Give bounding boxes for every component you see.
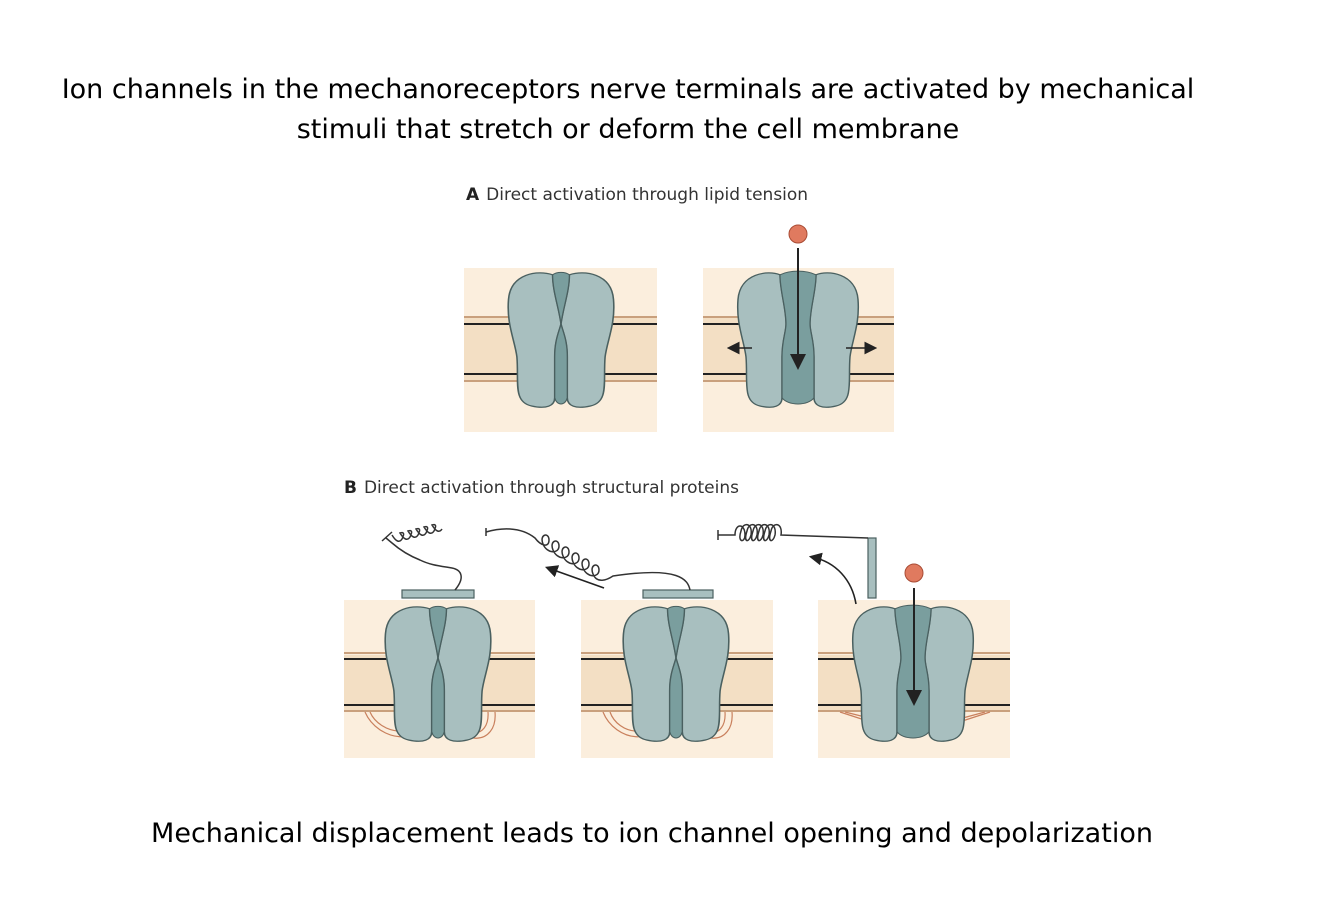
panel-b-text: Direct activation through structural pro… [363, 478, 739, 498]
panel-b-channel-3 [717, 523, 1010, 758]
ion-dot [788, 224, 808, 244]
panel-a-closed-channel [464, 268, 657, 432]
panel-a-label: A Direct activation through lipid tension [466, 185, 808, 205]
panel-b-channel-1 [344, 523, 535, 758]
panel-a-text: Direct activation through lipid tension [486, 185, 809, 205]
tether-post [867, 537, 877, 599]
spring-coil [391, 523, 443, 542]
tether-cap [642, 589, 714, 599]
panel-b-label: B Direct activation through structural pr… [344, 478, 739, 498]
title-line-2: stimuli that stretch or deform the cell … [296, 114, 960, 145]
tether-cap [401, 589, 475, 599]
panel-a-open-channel [703, 224, 894, 432]
pull-arrow [808, 552, 857, 605]
spring-coil [485, 528, 691, 591]
ion-dot [904, 563, 924, 583]
pull-arrow [544, 565, 605, 589]
panel-b-letter: B [344, 478, 357, 498]
spring-coil [717, 523, 869, 542]
panel-b-channel-2 [485, 528, 773, 758]
panel-a-letter: A [466, 185, 480, 205]
slide-title: Ion channels in the mechanoreceptors ner… [0, 70, 1256, 150]
title-line-1: Ion channels in the mechanoreceptors ner… [61, 74, 1195, 105]
slide-caption: Mechanical displacement leads to ion cha… [151, 818, 1153, 849]
